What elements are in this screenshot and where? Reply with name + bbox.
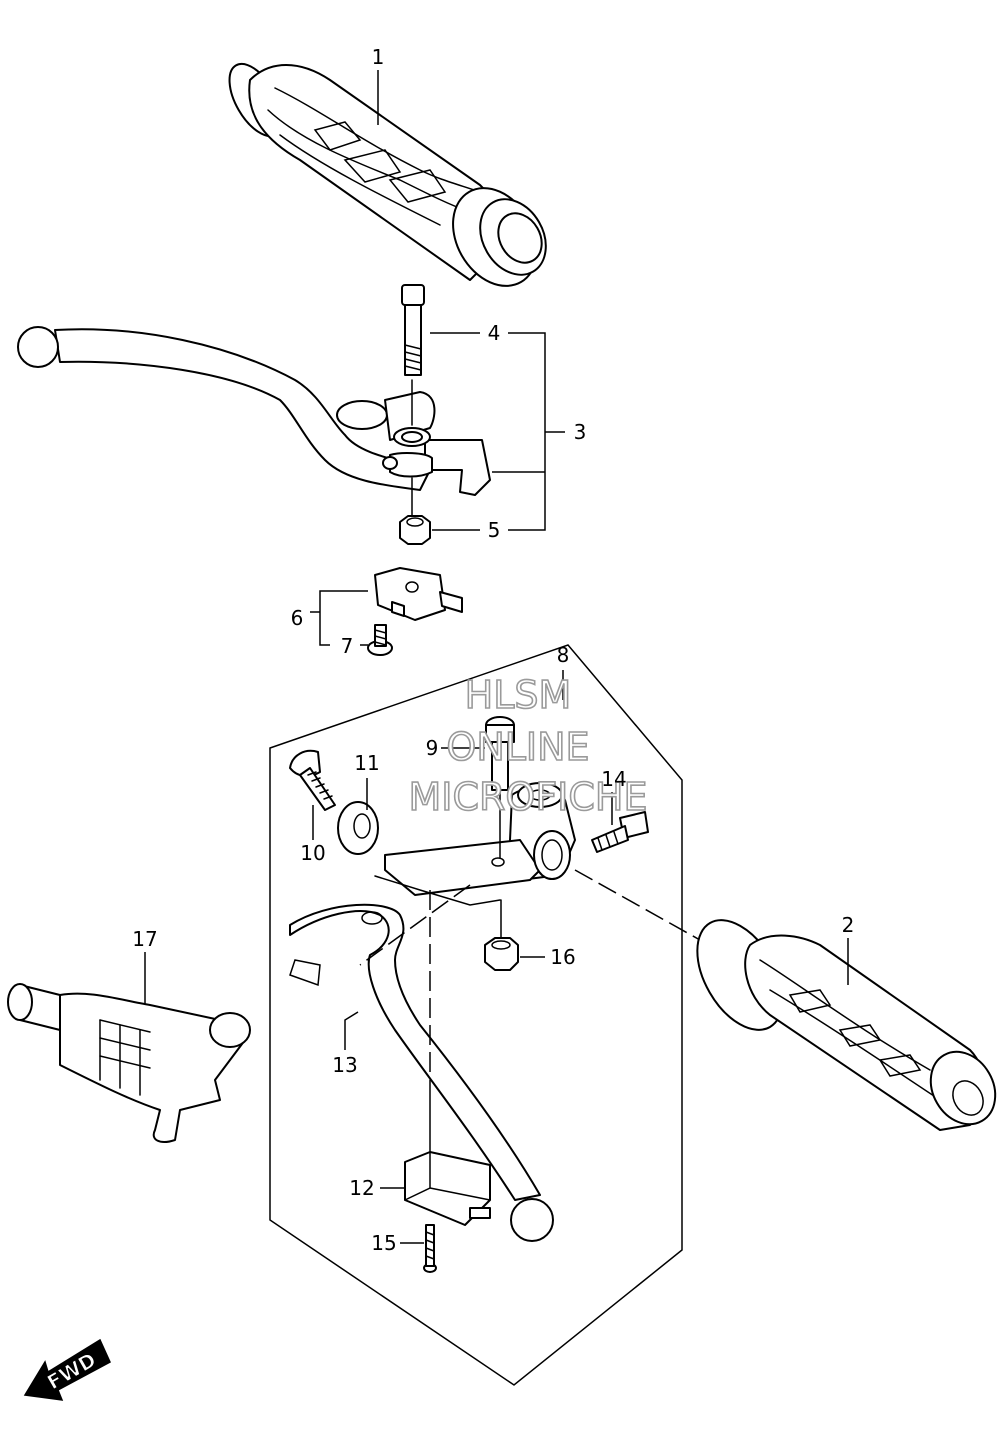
callout-16: 16 bbox=[550, 945, 575, 969]
assembly-line bbox=[574, 869, 701, 941]
holder-8-part[interactable] bbox=[374, 782, 576, 906]
fwd-label: FWD bbox=[43, 1347, 100, 1394]
callout-12: 12 bbox=[349, 1176, 374, 1200]
ring-11-part[interactable] bbox=[337, 801, 379, 855]
guard-17-part[interactable] bbox=[7, 983, 251, 1143]
switch-6-part[interactable] bbox=[374, 567, 463, 621]
switch-12-part[interactable] bbox=[404, 1079, 491, 1226]
callout-4: 4 bbox=[488, 321, 501, 345]
callout-6: 6 bbox=[291, 606, 304, 630]
assembly-boundary bbox=[269, 644, 683, 1386]
callout-5: 5 bbox=[488, 518, 501, 542]
callout-8: 8 bbox=[557, 643, 570, 667]
callout-11: 11 bbox=[354, 751, 379, 775]
bolt-4-part[interactable] bbox=[401, 284, 425, 376]
bolt-14-part[interactable] bbox=[591, 811, 649, 853]
callout-10: 10 bbox=[300, 841, 325, 865]
callout-17: 17 bbox=[132, 927, 157, 951]
clutch-lever-part[interactable] bbox=[289, 903, 554, 1242]
brake-lever-part[interactable] bbox=[17, 326, 491, 516]
callout-labels: 1 2 3 4 5 6 7 8 9 10 11 12 13 14 15 16 1… bbox=[132, 45, 854, 1255]
nut-5-part[interactable] bbox=[399, 515, 431, 545]
callout-2: 2 bbox=[842, 913, 855, 937]
watermark-line-3: MICROFICHE bbox=[408, 775, 647, 819]
watermark-line-1: HLSM bbox=[465, 673, 572, 717]
callout-14: 14 bbox=[601, 767, 626, 791]
watermark: HLSM ONLINE MICROFICHE bbox=[408, 672, 649, 820]
fwd-arrow-icon: FWD bbox=[23, 1338, 111, 1401]
assembly-line bbox=[359, 884, 471, 966]
nut-16-part[interactable] bbox=[484, 899, 519, 971]
leader-lines bbox=[144, 70, 849, 1244]
screw-15-part[interactable] bbox=[423, 1224, 437, 1273]
screw-7-part[interactable] bbox=[367, 624, 393, 656]
callout-1: 1 bbox=[372, 45, 385, 69]
callout-13: 13 bbox=[332, 1053, 357, 1077]
callout-3: 3 bbox=[574, 420, 587, 444]
grip-right-part[interactable] bbox=[680, 906, 1000, 1136]
bolt-9-part[interactable] bbox=[485, 716, 515, 859]
callout-15: 15 bbox=[371, 1231, 396, 1255]
watermark-line-2: ONLINE bbox=[446, 725, 589, 769]
adjuster-10-part[interactable] bbox=[289, 749, 336, 811]
callout-9: 9 bbox=[426, 736, 439, 760]
callout-7: 7 bbox=[341, 634, 354, 658]
grip-left-part[interactable] bbox=[219, 55, 559, 301]
